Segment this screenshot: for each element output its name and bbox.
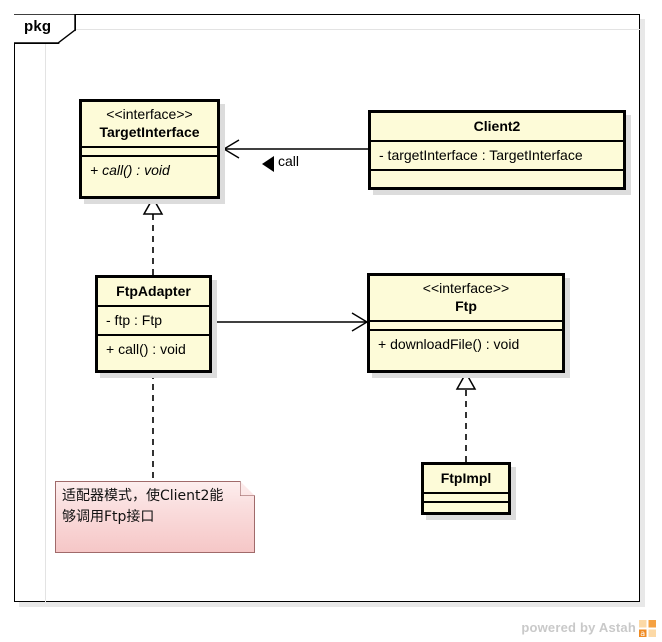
class-attributes-ftp [370,320,562,329]
note-line-1: 适配器模式，使Client2能 [62,488,224,504]
class-name: Ftp [455,298,477,314]
class-client2[interactable]: Client2 - targetInterface : TargetInterf… [368,110,626,190]
class-ftp[interactable]: <<interface>> Ftp + downloadFile() : voi… [367,273,565,373]
class-operations-ftp-adapter: + call() : void [98,334,209,363]
class-target-interface[interactable]: <<interface>> TargetInterface + call() :… [79,99,220,199]
attribute-item: - targetInterface : TargetInterface [379,147,583,163]
astah-logo-icon: a [639,620,656,637]
watermark: powered by Astah a [490,618,658,640]
watermark-text: powered by Astah [521,620,636,635]
class-header-client2: Client2 [371,113,623,140]
class-attributes-client2: - targetInterface : TargetInterface [371,140,623,169]
package-label: pkg [24,18,52,35]
class-ftp-adapter[interactable]: FtpAdapter - ftp : Ftp + call() : void [95,275,212,373]
class-operations-ftp: + downloadFile() : void [370,329,562,358]
operation-item: + call() : void [90,162,170,178]
class-stereotype: <<interface>> [422,280,510,296]
class-name: Client2 [473,118,521,134]
class-attributes-ftp-impl [424,492,508,501]
attribute-item: - ftp : Ftp [106,312,163,328]
class-header-ftp-impl: FtpImpl [424,465,508,492]
class-header-ftp: <<interface>> Ftp [370,276,562,320]
svg-text:a: a [640,629,645,637]
class-header-ftp-adapter: FtpAdapter [98,278,209,305]
class-header-target-interface: <<interface>> TargetInterface [82,102,217,146]
class-attributes-ftp-adapter: - ftp : Ftp [98,305,209,334]
note-box[interactable] [55,481,255,553]
class-stereotype: <<interface>> [106,106,193,122]
note-line-2: 够调用Ftp接口 [62,509,155,525]
class-ftp-impl[interactable]: FtpImpl [421,462,511,515]
class-name: TargetInterface [99,124,200,140]
class-operations-target-interface: + call() : void [82,155,217,184]
class-operations-ftp-impl [424,501,508,510]
operation-item: + downloadFile() : void [378,336,520,352]
class-name: FtpAdapter [116,283,191,299]
class-name: FtpImpl [440,470,492,486]
class-operations-client2 [371,169,623,178]
operation-item: + call() : void [106,341,186,357]
note-text: 适配器模式，使Client2能 够调用Ftp接口 [62,486,248,528]
class-attributes-target-interface [82,146,217,155]
edge-label-call: call [278,153,300,169]
